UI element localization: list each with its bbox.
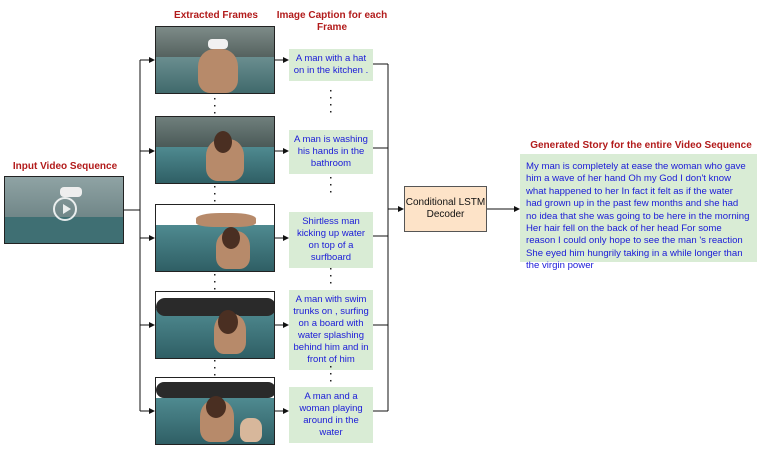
header-extracted-frames: Extracted Frames bbox=[174, 10, 258, 21]
extracted-frame-1 bbox=[155, 26, 275, 94]
decoder-label: Conditional LSTM Decoder bbox=[405, 197, 486, 220]
header-input-video: Input Video Sequence bbox=[12, 161, 118, 172]
frame-ellipsis-4: ··· bbox=[213, 356, 217, 381]
play-icon bbox=[53, 197, 77, 221]
caption-ellipsis-4: ··· bbox=[329, 362, 333, 387]
frame-caption-1: A man with a hat on in the kitchen . bbox=[289, 49, 373, 81]
frame-ellipsis-1: ··· bbox=[213, 94, 217, 119]
input-video-thumbnail bbox=[4, 176, 124, 244]
caption-ellipsis-1: ···· bbox=[329, 86, 333, 118]
generated-story-text: My man is completely at ease the woman w… bbox=[520, 154, 757, 271]
frame-ellipsis-2: ··· bbox=[213, 182, 217, 207]
frame-caption-4: A man with swim trunks on , surfing on a… bbox=[289, 290, 373, 370]
caption-ellipsis-3: ··· bbox=[329, 264, 333, 289]
frame-ellipsis-3: ··· bbox=[213, 270, 217, 295]
header-image-caption: Image Caption for each Frame bbox=[276, 10, 388, 33]
extracted-frame-3 bbox=[155, 204, 275, 272]
frame-caption-2: A man is washing his hands in the bathro… bbox=[289, 130, 373, 174]
frame-caption-3: Shirtless man kicking up water on top of… bbox=[289, 212, 373, 268]
caption-ellipsis-2: ··· bbox=[329, 173, 333, 198]
extracted-frame-2 bbox=[155, 116, 275, 184]
extracted-frame-5 bbox=[155, 377, 275, 445]
frame-caption-5: A man and a woman playing around in the … bbox=[289, 387, 373, 443]
lstm-decoder-box: Conditional LSTM Decoder bbox=[404, 186, 487, 232]
extracted-frame-4 bbox=[155, 291, 275, 359]
header-generated-story: Generated Story for the entire Video Seq… bbox=[530, 140, 752, 151]
